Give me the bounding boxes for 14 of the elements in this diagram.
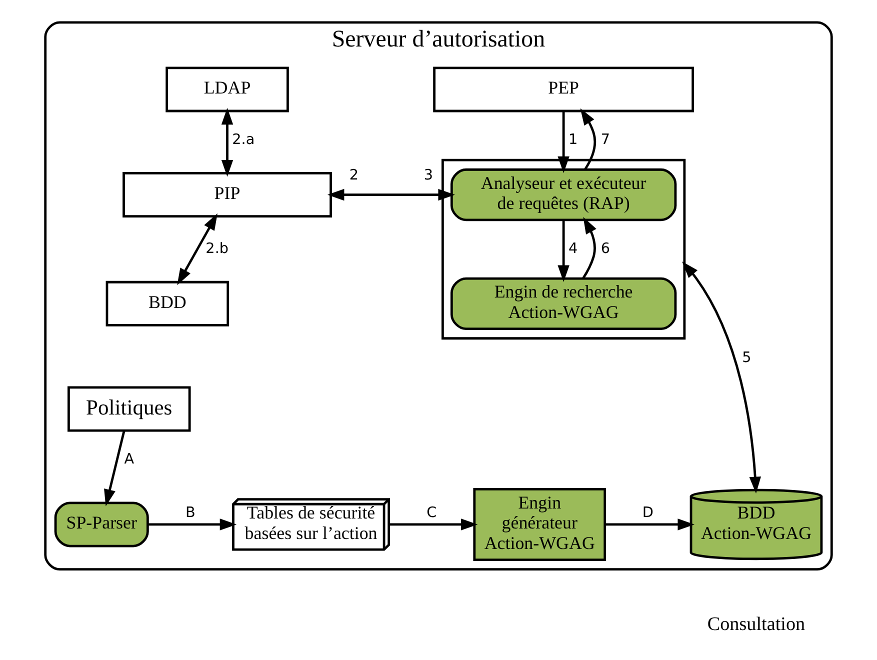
edge-label: D bbox=[642, 504, 654, 521]
edge-label: 2.b bbox=[206, 240, 229, 257]
edge-label: B bbox=[186, 504, 196, 521]
edge-label: 6 bbox=[600, 240, 610, 257]
edge-label: 4 bbox=[568, 240, 578, 257]
edge-label: C bbox=[426, 504, 437, 521]
edge-label: 7 bbox=[600, 132, 610, 148]
edge-label: 2 bbox=[349, 167, 359, 184]
edge-label: 2.a bbox=[232, 132, 255, 148]
legend-label: Consultation bbox=[707, 614, 806, 636]
edge-label: A bbox=[124, 452, 134, 468]
edge-label: 5 bbox=[742, 350, 752, 366]
edge-label: 1 bbox=[568, 132, 578, 148]
edge-label: 3 bbox=[424, 167, 434, 184]
